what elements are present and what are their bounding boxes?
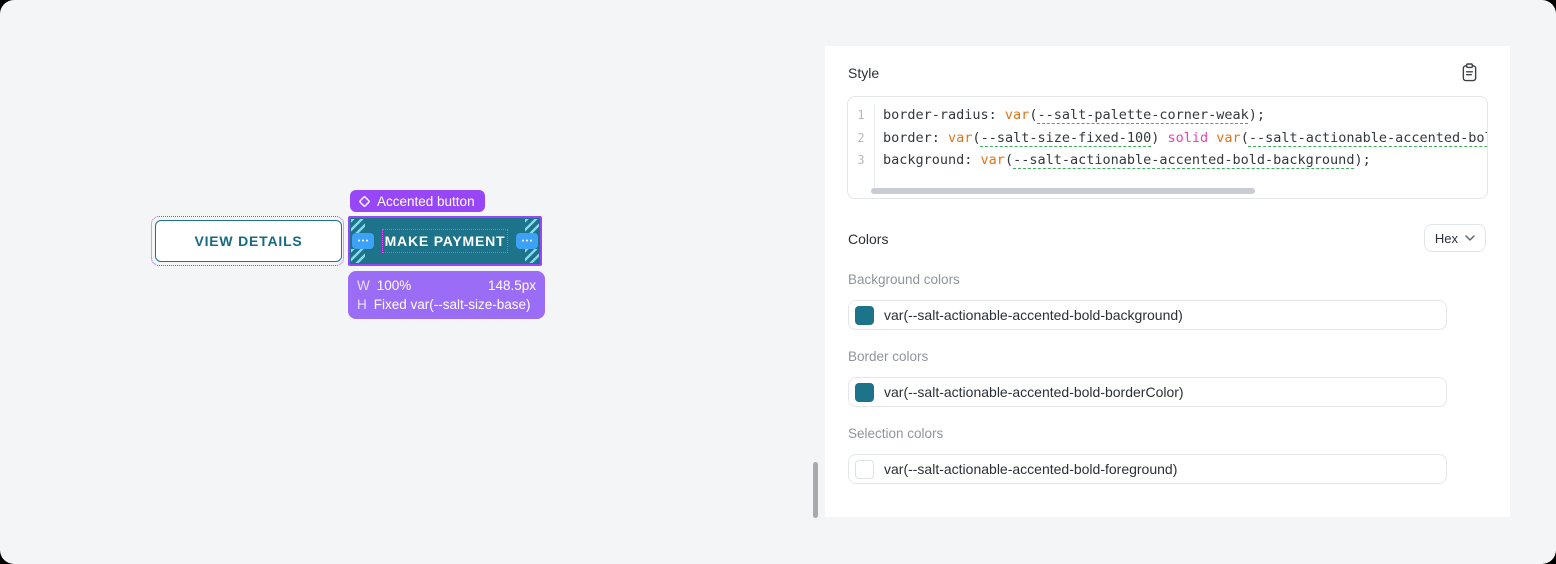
panel-vertical-scrollbar-thumb[interactable] <box>813 462 818 518</box>
selection-hatch-corner <box>525 219 539 233</box>
size-overlay-height-row: H Fixed var(--salt-size-base) <box>357 297 536 313</box>
line-number: 1 <box>857 108 865 123</box>
width-key: W <box>357 278 370 293</box>
code-line-text: border: var(--salt-size-fixed-100) solid… <box>883 129 1487 146</box>
color-swatch <box>855 382 874 402</box>
color-token-value: var(--salt-actionable-accented-bold-fore… <box>884 461 1178 477</box>
code-line: 2 border: var(--salt-size-fixed-100) sol… <box>848 127 1487 150</box>
line-number: 3 <box>857 153 865 168</box>
width-pixels: 148.5px <box>487 278 536 293</box>
color-format-value: Hex <box>1434 230 1458 246</box>
selection-hatch-corner <box>525 249 539 263</box>
color-token-value: var(--salt-actionable-accented-bold-back… <box>884 307 1183 323</box>
text-selection-outline <box>382 229 508 253</box>
color-group: Selection colors var(--salt-actionable-a… <box>848 426 1447 484</box>
clipboard-icon <box>1461 62 1478 82</box>
color-swatch <box>855 459 874 479</box>
code-line: 3 background: var(--salt-actionable-acce… <box>848 149 1487 172</box>
component-tooltip-label: Accented button <box>377 193 475 209</box>
code-line-text: border-radius: var(--salt-palette-corner… <box>883 107 1266 124</box>
handle-dots-icon: ••• <box>521 237 534 245</box>
make-payment-selection[interactable]: MAKE PAYMENT ••• ••• <box>348 216 542 266</box>
style-section-title: Style <box>848 65 880 81</box>
width-value: 100% <box>376 278 412 293</box>
color-group: Background colors var(--salt-actionable-… <box>848 272 1447 330</box>
color-token-row[interactable]: var(--salt-actionable-accented-bold-back… <box>848 300 1447 330</box>
color-swatch <box>855 305 874 325</box>
inspect-panel: Style 1 border-radius: var(--salt-palett… <box>825 46 1510 517</box>
color-format-dropdown[interactable]: Hex <box>1423 224 1486 252</box>
code-line: 1 border-radius: var(--salt-palette-corn… <box>848 104 1487 127</box>
make-payment-button[interactable]: MAKE PAYMENT <box>384 233 506 249</box>
style-code-block[interactable]: 1 border-radius: var(--salt-palette-corn… <box>847 96 1488 199</box>
resize-handle-right[interactable]: ••• <box>516 233 538 249</box>
code-line-text: background: var(--salt-actionable-accent… <box>883 152 1371 169</box>
size-overlay-width-row: W 100% 148.5px <box>357 278 536 294</box>
parent-selection-outline <box>151 216 344 266</box>
code-horizontal-scrollbar-thumb[interactable] <box>871 188 1255 194</box>
height-key: H <box>357 297 367 312</box>
view-details-button[interactable]: VIEW DETAILS <box>155 220 342 262</box>
chevron-down-icon <box>1465 235 1475 241</box>
selection-hatch-corner <box>351 219 365 233</box>
gutter-divider <box>874 104 875 191</box>
colors-section-title: Colors <box>848 231 889 247</box>
handle-dots-icon: ••• <box>357 237 370 245</box>
color-group-label: Border colors <box>848 349 929 364</box>
diamond-icon <box>358 195 371 208</box>
component-tooltip: Accented button <box>350 190 485 212</box>
line-number: 2 <box>857 130 865 145</box>
color-group-label: Background colors <box>848 272 960 287</box>
color-group: Border colors var(--salt-actionable-acce… <box>848 349 1447 407</box>
color-group-label: Selection colors <box>848 426 944 441</box>
color-groups: Background colors var(--salt-actionable-… <box>848 264 1447 503</box>
code-lines: 1 border-radius: var(--salt-palette-corn… <box>848 97 1487 172</box>
size-overlay: W 100% 148.5px H Fixed var(--salt-size-b… <box>348 271 545 319</box>
selection-hatch-corner <box>351 249 365 263</box>
copy-code-button[interactable] <box>1458 61 1480 83</box>
height-value: Fixed var(--salt-size-base) <box>373 297 531 312</box>
color-token-row[interactable]: var(--salt-actionable-accented-bold-fore… <box>848 454 1447 484</box>
color-token-value: var(--salt-actionable-accented-bold-bord… <box>884 384 1184 400</box>
color-token-row[interactable]: var(--salt-actionable-accented-bold-bord… <box>848 377 1447 407</box>
resize-handle-left[interactable]: ••• <box>352 233 374 249</box>
